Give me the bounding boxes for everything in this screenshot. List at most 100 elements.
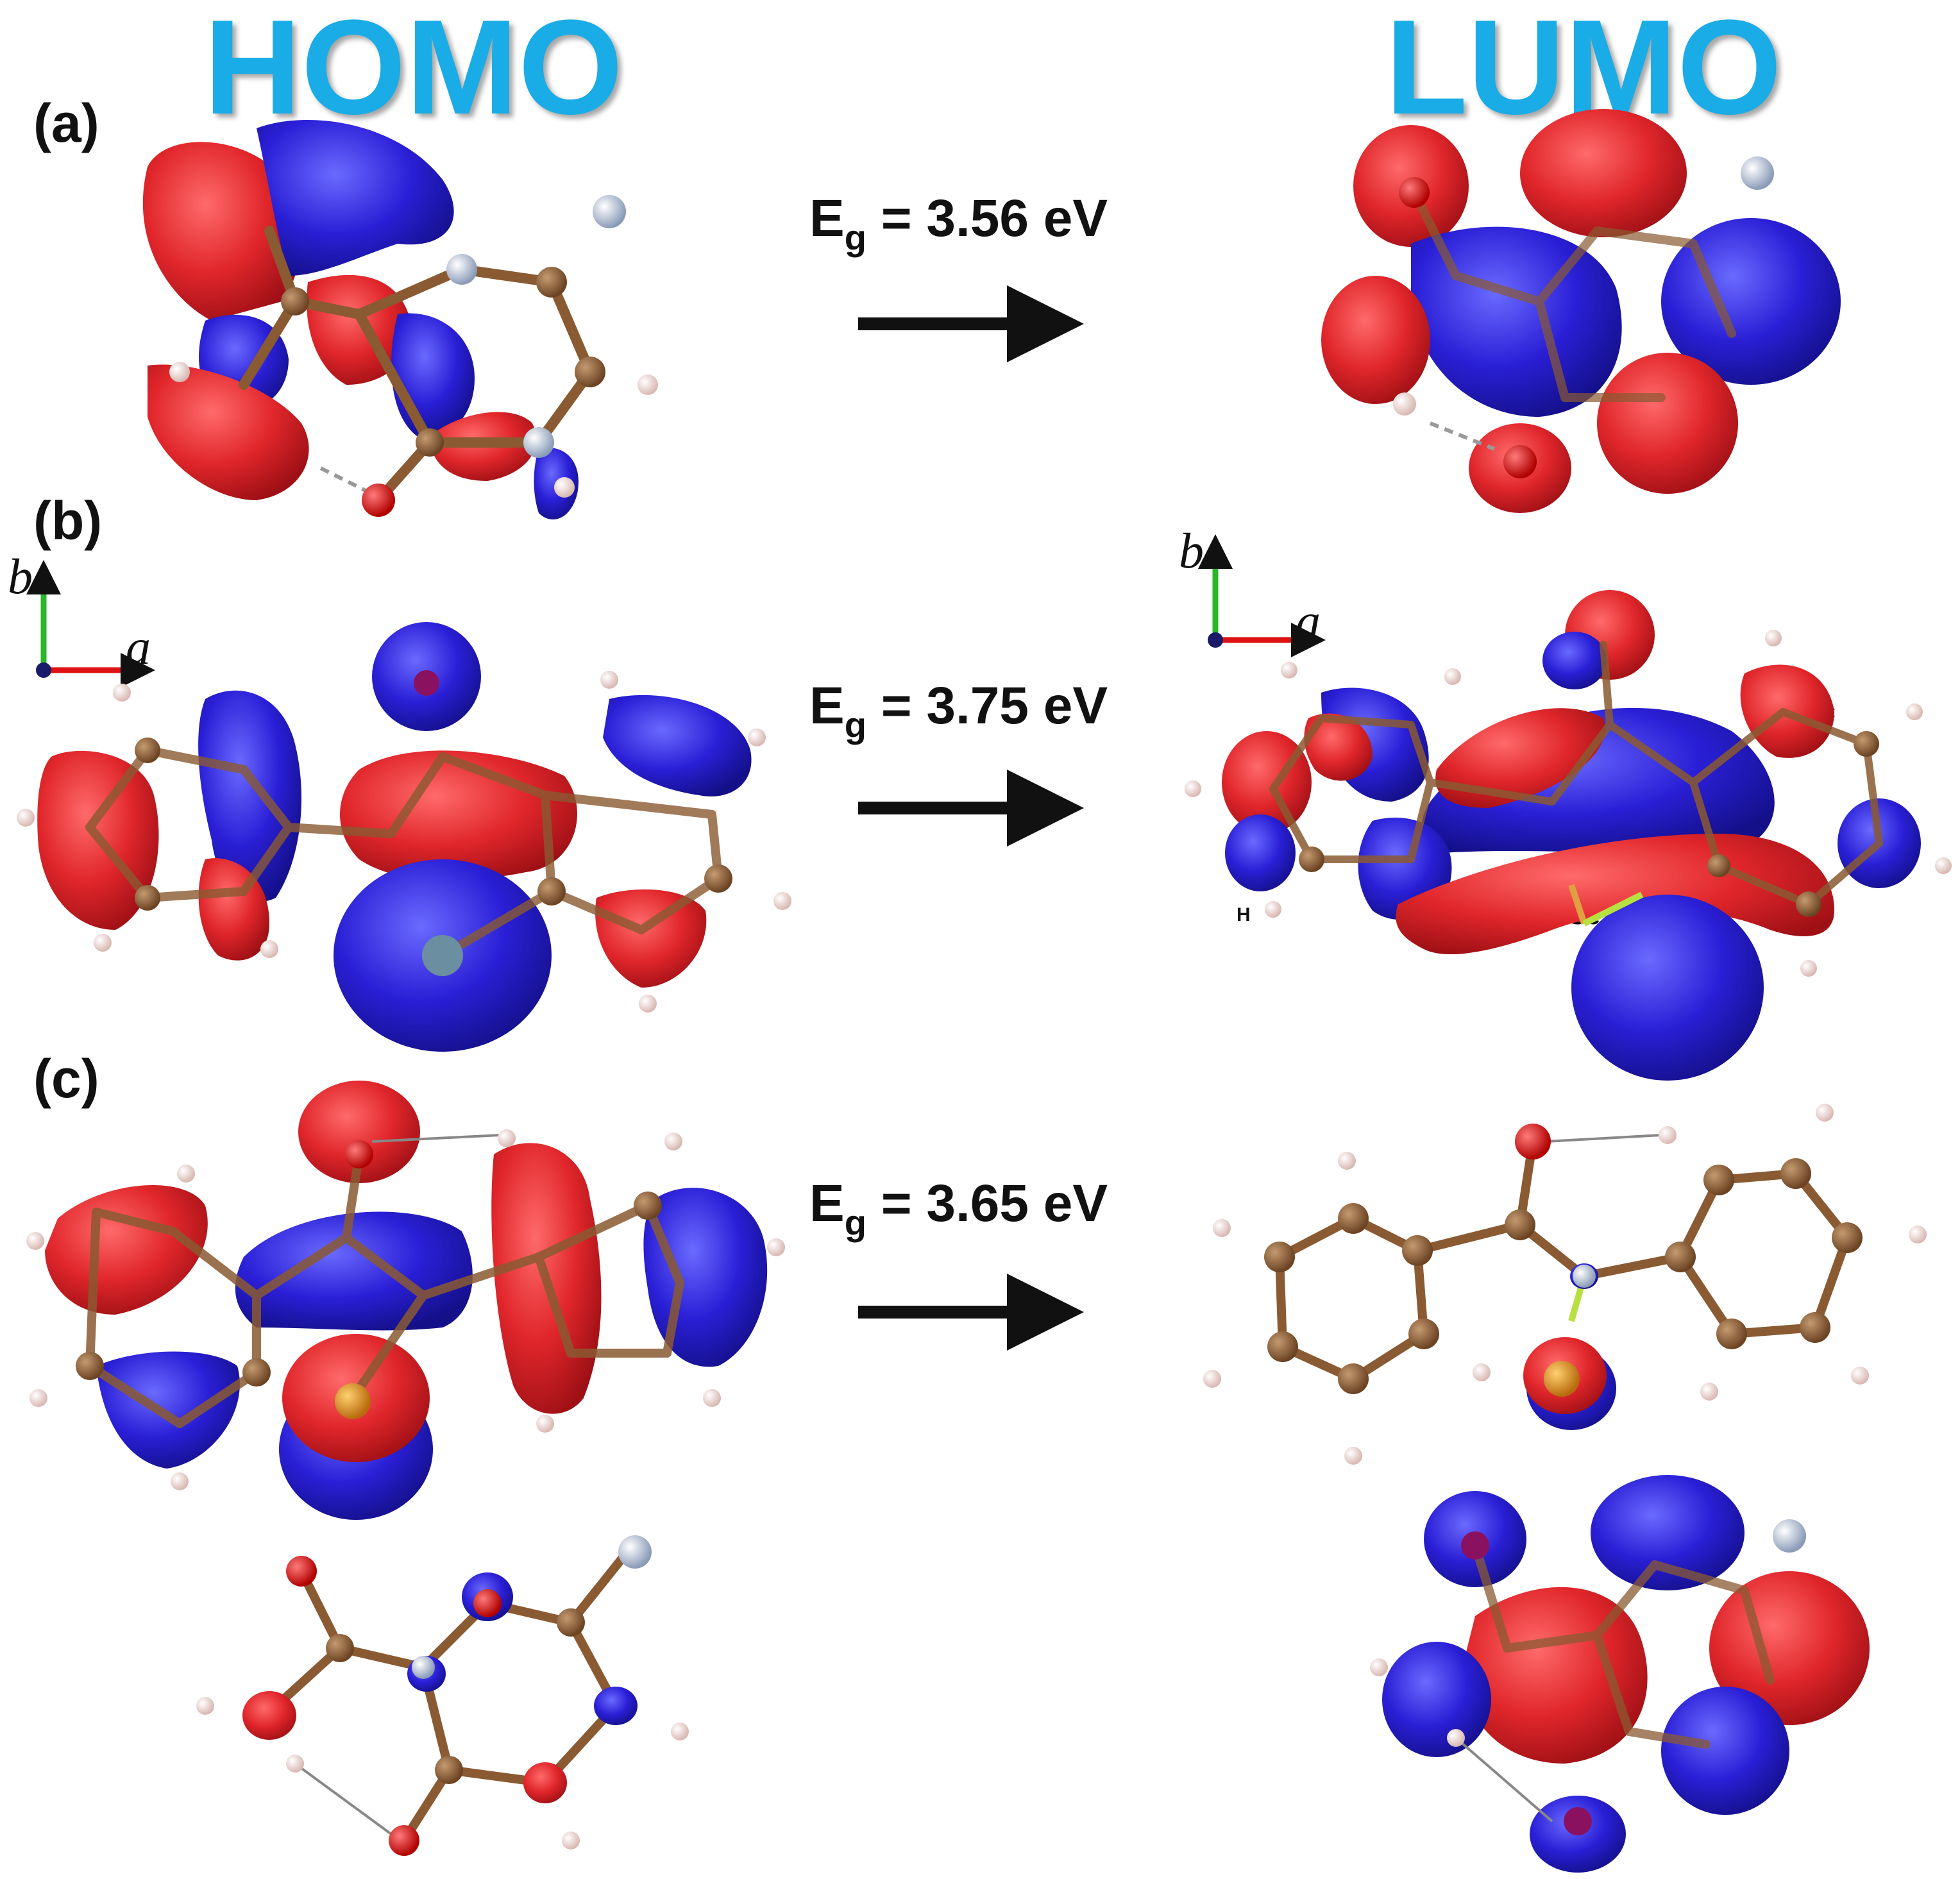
atom-hydrogen (169, 362, 190, 382)
orbital-lobe-negative (1542, 632, 1607, 689)
orbital-lobe-positive (148, 364, 309, 500)
orbital-lobe-positive (1321, 276, 1430, 404)
atom-oxygen (1461, 1531, 1489, 1560)
orbital-lobe-positive (242, 1691, 296, 1740)
atom-carbon (435, 1756, 463, 1784)
atom-hydrogen (554, 477, 575, 498)
atom-hydrogen (171, 1472, 189, 1490)
atom-carbon (135, 737, 160, 763)
atom-carbon (416, 428, 444, 457)
atom-oxygen (286, 1556, 317, 1587)
orbital-lobe-negative (1661, 1687, 1789, 1815)
orbital-lobe-positive (142, 142, 301, 321)
atom-oxygen (345, 1140, 373, 1168)
orbital-lobe-positive (1435, 708, 1605, 808)
atom-hydrogen (1765, 630, 1782, 646)
atom-carbon (1408, 1319, 1439, 1349)
atom-hydrogen (638, 375, 658, 395)
atom-hydrogen (30, 1389, 47, 1407)
atom-hydrogen (196, 1697, 214, 1715)
band-gap-subscript: g (844, 1202, 866, 1243)
bottom-homo-molecule (196, 1535, 689, 1856)
atom-hydrogen (1370, 1658, 1388, 1676)
atom-carbon (1338, 1363, 1369, 1394)
orbital-lobe-negative (603, 695, 752, 796)
orbital-lobe-positive (523, 1762, 567, 1803)
atom-hydrogen (1447, 1729, 1465, 1747)
atom-carbon (1796, 891, 1821, 917)
atom-hydrogen (600, 671, 618, 689)
atom-hydrogen (536, 1415, 554, 1433)
atom-hydrogen (1700, 1383, 1718, 1401)
orbital-lobe-negative (1571, 895, 1764, 1081)
atom-nitrogen (412, 1656, 435, 1679)
panel-a-homo (142, 119, 658, 519)
atom-carbon (1665, 1242, 1696, 1272)
atom-hydrogen (1393, 392, 1416, 416)
axis-triad-lumo (1198, 534, 1326, 657)
panel-b-lumo (1185, 590, 1952, 1081)
atom-oxygen (414, 670, 439, 696)
panel-c-homo (26, 1081, 785, 1520)
atom-hydrogen (562, 1832, 580, 1850)
atom-carbon (1505, 1209, 1535, 1240)
atom-hydrogen (773, 892, 791, 910)
orbital-lobe-negative (1225, 814, 1296, 891)
band-gap-label-a: Eg = 3.56 eV (809, 192, 1108, 256)
atom-carbon (536, 267, 567, 298)
atom-carbon (1402, 1235, 1433, 1266)
band-gap-value: = 3.56 eV (881, 189, 1108, 248)
atom-carbon (76, 1352, 104, 1380)
atom-hydrogen (1185, 780, 1201, 797)
panel-c-lumo (1203, 1104, 1927, 1465)
atom-hydrogen (1773, 1519, 1806, 1553)
atom-hydrogen (748, 729, 766, 746)
atom-hydrogen (1203, 1370, 1221, 1388)
bottom-lumo-molecule (1370, 1475, 1870, 1873)
atom-hydrogen (26, 1232, 44, 1250)
band-gap-symbol: E (809, 677, 845, 735)
atom-carbon (1267, 1331, 1298, 1362)
atom-hydrogen (1659, 1126, 1677, 1144)
atom-hydrogen (1741, 156, 1774, 190)
atom-nitrogen (1573, 1265, 1596, 1288)
atom-hydrogen (1935, 857, 1952, 874)
orbital-lobe-negative (594, 1687, 638, 1725)
atom-hydrogen (1473, 1363, 1491, 1381)
orbital-lobe-negative (1382, 1642, 1491, 1757)
atom-selenium (1544, 1361, 1580, 1397)
atom-carbon (537, 877, 566, 906)
atom-carbon (135, 885, 160, 911)
atom-hydrogen (664, 1133, 682, 1150)
panel-label-b: (b) (33, 491, 103, 551)
atom-hydrogen (17, 809, 35, 827)
atom-oxygen (1399, 177, 1430, 208)
atom-carbon (1716, 1319, 1747, 1349)
atom-carbon (1299, 847, 1324, 872)
panel-label-a: (a) (33, 93, 99, 153)
atom-carbon (1338, 1203, 1369, 1234)
atom-oxygen (362, 484, 395, 517)
atom-hydrogen (1909, 1226, 1927, 1243)
atom-oxygen (1515, 1124, 1551, 1159)
atom-carbon (1800, 1312, 1830, 1343)
atom-carbon (1780, 1158, 1811, 1189)
atom-hydrogen (703, 1389, 721, 1407)
atom-carbon (1707, 854, 1730, 877)
band-gap-label-b: Eg = 3.75 eV (809, 680, 1108, 743)
band-gap-symbol: E (809, 189, 845, 248)
panel-b-homo (17, 622, 791, 1052)
atom-hydrogen (1444, 668, 1461, 685)
orbital-lobe-negative (96, 1351, 240, 1469)
atom-carbon (1832, 1222, 1863, 1253)
orbital-lobe-positive (1597, 353, 1738, 494)
atom-hydrogen (618, 1535, 652, 1569)
atom-carbon (557, 1608, 585, 1637)
atom-nitrogen (446, 254, 477, 285)
atom-hydrogen (1906, 704, 1923, 720)
orbital-lobe-negative (1591, 1475, 1745, 1590)
atom-carbon (281, 287, 309, 316)
atom-hydrogen (639, 995, 657, 1013)
